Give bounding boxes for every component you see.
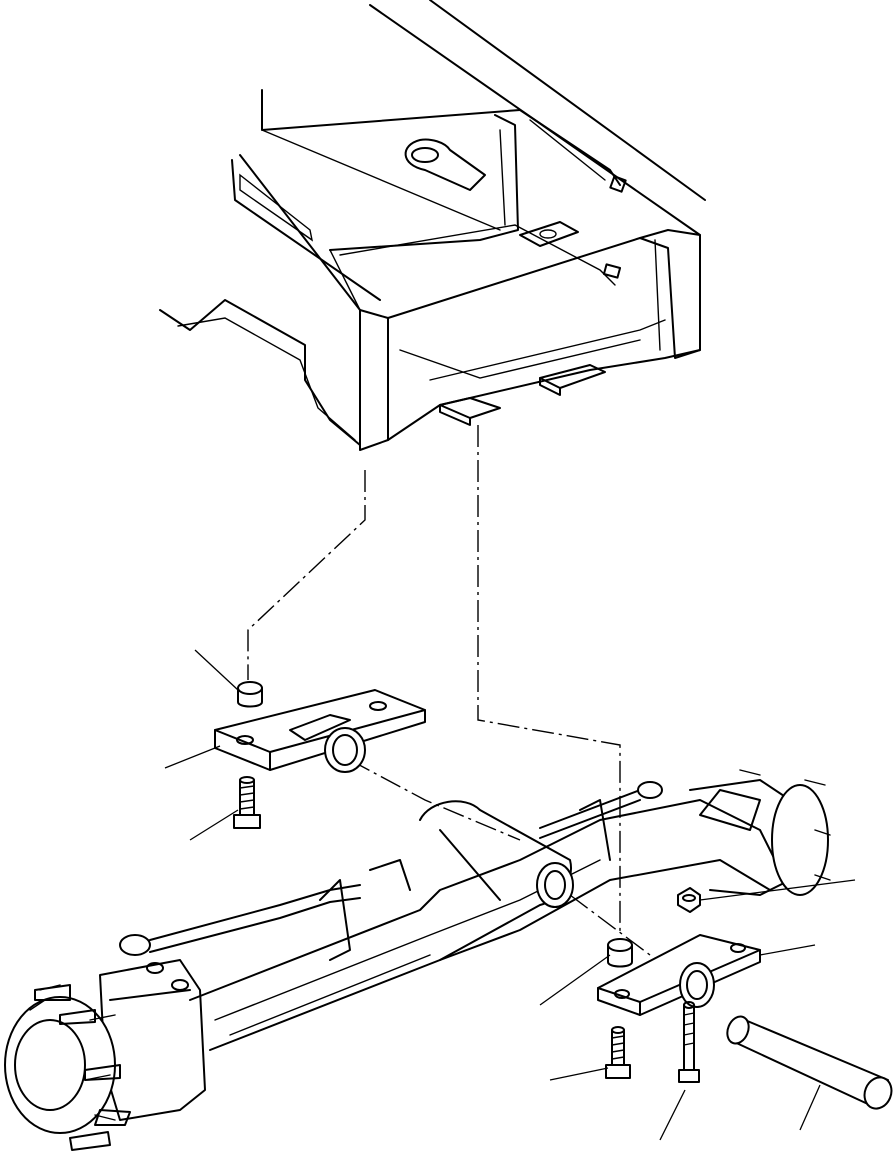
callout-leaders (164, 649, 856, 1141)
chassis-frame (159, 0, 706, 451)
callout-leader-bushing (194, 649, 239, 691)
callout-leader-long-bolt (659, 1089, 686, 1141)
front-bushing-icon (237, 681, 263, 708)
front-axle-icon (4, 769, 831, 1151)
callout-leader-nut (699, 879, 856, 901)
wheel-stud-icon (34, 984, 131, 1151)
callout-leader-bracket (164, 745, 221, 769)
callout-leader-pin (799, 1084, 821, 1131)
long-bolt-icon (678, 1001, 700, 1083)
rear-bracket-icon (597, 934, 761, 1016)
callout-leader-rear-bolt (549, 1067, 609, 1081)
front-bolt-icon (233, 776, 261, 829)
nut-icon (677, 887, 701, 913)
rear-bolt-icon (605, 1026, 631, 1079)
callout-leader-rear-bracket (759, 944, 816, 956)
callout-leader-bolt (189, 809, 239, 841)
pin-icon (726, 1015, 893, 1110)
rear-bushing-icon (607, 938, 633, 968)
callout-leader-rear-bushing (539, 954, 611, 1006)
